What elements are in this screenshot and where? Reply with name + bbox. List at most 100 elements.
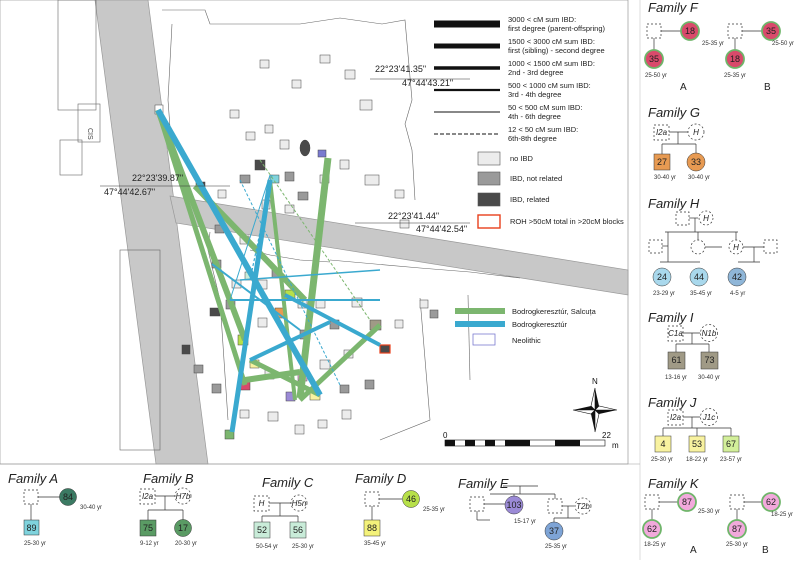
family-d-title: Family D — [355, 471, 406, 486]
family-a-title: Family A — [8, 471, 58, 486]
family-g-title: Family G — [648, 105, 700, 120]
coord-6: 47°44'42.54" — [416, 224, 467, 234]
family-f-b-ind2-age: 25-35 yr — [724, 73, 746, 79]
family-g-ind2: 33 — [691, 157, 701, 167]
family-f-b-ind1: 35 — [766, 26, 776, 36]
family-c: Family C H H5n 52 50-54 yr 56 25-30 yr — [253, 475, 314, 550]
family-f: Family F 18 25-35 yr 35 25-50 yr A 35 25… — [644, 0, 794, 93]
family-i-ind2-age: 30-40 yr — [698, 375, 720, 381]
family-a-ind1-age: 30-40 yr — [80, 505, 102, 511]
family-f-a-ind1: 18 — [685, 26, 695, 36]
ibd-legend-5-line1: 50 < 500 cM sum IBD: — [508, 103, 582, 112]
family-g-ind2-age: 30-40 yr — [688, 175, 710, 181]
family-b-ind2: 17 — [178, 523, 188, 533]
compass-north-label: N — [592, 377, 598, 386]
family-h-hap2: H — [733, 243, 739, 252]
family-e-ind2: 37 — [549, 526, 559, 536]
family-b-ind2-age: 20-30 yr — [175, 541, 197, 547]
family-c-ind1: 52 — [257, 525, 267, 535]
family-j-ind3: 67 — [726, 439, 736, 449]
family-g-hap1: I2a — [656, 128, 668, 137]
ibd-legend-6-line1: 12 < 50 cM sum IBD: — [508, 125, 578, 134]
family-h-ind3-age: 4-5 yr — [730, 291, 745, 297]
ibd-legend-5-line2: 4th - 6th degree — [508, 112, 561, 121]
scale-bar: 0 22 m — [443, 431, 619, 450]
family-h-ind1-age: 23-29 yr — [653, 291, 675, 297]
family-k-b-ind1: 62 — [766, 497, 776, 507]
family-d-ind2-age: 35-45 yr — [364, 541, 386, 547]
scale-end: 22 — [602, 431, 611, 440]
family-k-b-ind2: 87 — [732, 524, 742, 534]
family-h-ind1: 24 — [657, 272, 667, 282]
family-a: Family A 84 30-40 yr 89 25-30 yr — [8, 471, 102, 547]
family-f-a-ind2-age: 25-50 yr — [645, 73, 667, 79]
family-c-title: Family C — [262, 475, 314, 490]
family-k-b-ind1-age: 18-25 yr — [771, 512, 793, 518]
family-f-a-ind1-age: 25-35 yr — [702, 41, 724, 47]
coordinate-labels: 22°23'41.35" 47°44'43.21" 22°23'39.87" 4… — [100, 64, 470, 234]
family-i-ind2: 73 — [704, 355, 714, 365]
scale-unit: m — [612, 441, 619, 450]
family-h-hap1: H — [703, 214, 709, 223]
family-b: Family B I2a H7b 75 9-12 yr 17 20-30 yr — [139, 471, 197, 547]
culture-legend: Bodrogkeresztúr, Salcuța Bodrogkeresztúr… — [455, 307, 597, 346]
family-c-ind2-age: 25-30 yr — [292, 544, 314, 550]
family-j-ind2: 53 — [692, 439, 702, 449]
ibd-legend: 3000 < cM sum IBD: first degree (parent-… — [434, 15, 605, 143]
family-e-hap: T2b — [576, 502, 590, 511]
family-g-hap2: H — [693, 128, 699, 137]
culture-legend-2: Bodrogkeresztúr — [512, 320, 568, 329]
family-k-b-ind2-age: 25-30 yr — [726, 542, 748, 548]
family-b-ind1-age: 9-12 yr — [140, 541, 159, 547]
family-f-b-ind2: 18 — [730, 54, 740, 64]
ibd-legend-4-line2: 3rd - 4th degree — [508, 90, 561, 99]
family-b-hap2: H7b — [176, 492, 191, 501]
family-g: Family G I2a H 27 30-40 yr 33 30-40 yr — [648, 105, 710, 181]
family-j-hap2: J1c — [702, 413, 715, 422]
family-c-ind1-age: 50-54 yr — [256, 544, 278, 550]
road-horizontal — [169, 195, 629, 296]
family-a-ind2-age: 25-30 yr — [24, 541, 46, 547]
family-j-ind1-age: 25-30 yr — [651, 457, 673, 463]
ibd-legend-2-line1: 1500 < 3000 cM sum IBD: — [508, 37, 595, 46]
grave-legend-1: no IBD — [510, 154, 534, 163]
family-i-hap1: C1a — [668, 329, 683, 338]
family-a-ind2: 89 — [26, 523, 36, 533]
coord-1: 22°23'41.35" — [375, 64, 426, 74]
coord-5: 22°23'41.44" — [388, 211, 439, 221]
ibd-legend-6-line2: 6th-8th degree — [508, 134, 557, 143]
family-h-ind3: 42 — [732, 272, 742, 282]
graves — [154, 54, 439, 440]
ibd-legend-1-line1: 3000 < cM sum IBD: — [508, 15, 576, 24]
family-k-a-ind1: 87 — [682, 497, 692, 507]
culture-legend-1: Bodrogkeresztúr, Salcuța — [512, 307, 597, 316]
family-c-hap2: H5n — [292, 499, 307, 508]
family-b-hap1: I2a — [142, 492, 154, 501]
family-b-ind1: 75 — [143, 523, 153, 533]
coord-3: 22°23'39.87" — [132, 173, 183, 183]
family-d-ind2: 88 — [367, 523, 377, 533]
grave-legend: no IBD IBD, not related IBD, related ROH… — [477, 151, 624, 229]
family-k: Family K 87 25-30 yr 62 18-25 yr A 62 18… — [642, 476, 793, 556]
family-g-ind1: 27 — [657, 157, 667, 167]
ibd-legend-3-line1: 1000 < 1500 cM sum IBD: — [508, 59, 595, 68]
ibd-legend-2-line2: first (sibling) - second degree — [508, 46, 605, 55]
family-f-a-ind2: 35 — [649, 54, 659, 64]
family-j-ind2-age: 18-22 yr — [686, 457, 708, 463]
family-h-title: Family H — [648, 196, 700, 211]
family-i-hap2: N1b — [702, 329, 717, 338]
family-i-title: Family I — [648, 310, 694, 325]
compass: N — [572, 377, 618, 433]
family-j: Family J I2a J1c 4 25-30 yr 53 18-22 yr … — [648, 395, 742, 463]
family-k-a-ind2: 62 — [647, 524, 657, 534]
family-k-title: Family K — [648, 476, 700, 491]
ibd-legend-1-line2: first degree (parent-offspring) — [508, 24, 605, 33]
family-d-ind1-age: 25-35 yr — [423, 507, 445, 513]
family-i-ind1-age: 13-16 yr — [665, 375, 687, 381]
coord-4: 47°44'42.67" — [104, 187, 155, 197]
grave-legend-3: IBD, related — [510, 195, 550, 204]
family-c-hap1: H — [259, 499, 265, 508]
grave-legend-2: IBD, not related — [510, 174, 562, 183]
coord-2: 47°44'43.21" — [402, 78, 453, 88]
svg-text:CIS: CIS — [86, 128, 93, 140]
